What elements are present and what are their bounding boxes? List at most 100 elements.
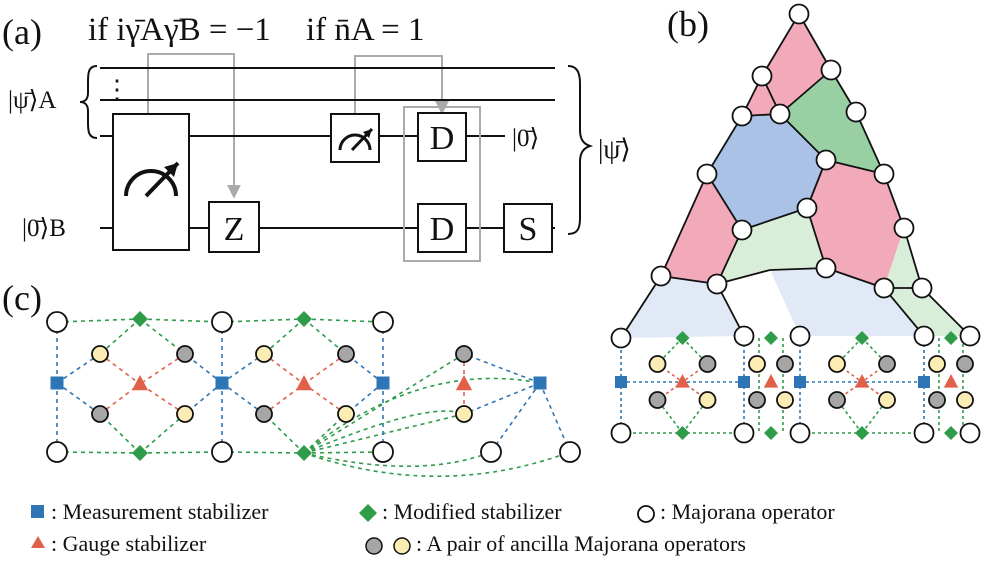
gauge-stabilizer — [763, 374, 779, 388]
gauge-edge — [139, 353, 186, 385]
modified-edge — [263, 318, 305, 355]
measurement-stabilizer — [794, 376, 806, 388]
d-gate-group-box — [403, 106, 481, 262]
s-gate-label: S — [519, 211, 538, 248]
modified-stabilizer — [764, 331, 778, 345]
ancilla-majorana-gray — [928, 391, 946, 409]
modified-stabilizer — [132, 311, 148, 327]
majorana-operator — [959, 325, 981, 347]
majorana-operator — [731, 219, 753, 241]
modified-edge — [56, 451, 141, 454]
gauge-stabilizer — [131, 375, 149, 391]
ancilla-majorana-gray — [748, 391, 766, 409]
majorana-operator — [696, 163, 718, 185]
legend-gauge-text: : Gauge stabilizer — [51, 531, 207, 556]
modified-stabilizer — [296, 445, 312, 461]
joint-measurement-box — [112, 113, 190, 251]
modified-stabilizer — [855, 331, 869, 345]
feedforward-arrow-d — [354, 55, 449, 116]
majorana-operator — [211, 311, 233, 333]
modified-edge — [99, 413, 141, 454]
ancilla-majorana-yellow — [748, 355, 766, 373]
left-brace — [79, 65, 98, 139]
legend-ancilla-text: : A pair of ancilla Majorana operators — [416, 531, 746, 556]
measurement-stabilizer — [215, 376, 229, 390]
ancilla-majorana-yellow — [698, 391, 717, 409]
ancilla-majorana-yellow — [828, 355, 846, 373]
legend: : Measurement stabilizer : Modified stab… — [31, 499, 835, 556]
ancilla-majorana-yellow — [91, 345, 109, 363]
ancilla-majorana-gray — [337, 345, 355, 363]
measurement-stabilizer — [50, 376, 64, 390]
face-green-top — [780, 70, 884, 174]
panel-a: (a) if iγ̄Aγ̄B = −1 if n̄A = 1 ⋮ |ψ̄⟩A |… — [2, 12, 631, 262]
ancilla-majorana-yellow — [176, 405, 194, 423]
majorana-operator — [815, 257, 837, 279]
lattice-edge — [660, 173, 708, 277]
modified-edge — [56, 318, 141, 323]
majorana-operator — [733, 325, 755, 347]
d-gate-top-label: D — [430, 120, 455, 157]
modified-edge — [303, 413, 465, 454]
panel-c: (c) — [2, 278, 581, 477]
legend-modified-text: : Modified stabilizer — [382, 499, 562, 524]
lattice-edge — [903, 227, 923, 289]
ancilla-majorana-gray — [776, 355, 794, 373]
ancilla-majorana-yellow — [337, 405, 355, 423]
gadget-edge — [656, 399, 684, 434]
modified-edge — [221, 451, 305, 454]
ancilla-majorana-gray — [698, 355, 717, 373]
lattice-edge — [741, 207, 808, 231]
modified-stabilizer — [944, 331, 958, 345]
meter-icon-small — [338, 127, 374, 152]
majorana-operator — [796, 197, 818, 219]
lattice-edge — [706, 115, 743, 175]
majorana-operator — [959, 422, 981, 444]
panel-b: (b) — [610, 3, 981, 444]
gauge-stabilizer — [455, 375, 473, 391]
lattice-edge — [855, 111, 885, 175]
measurement-stabilizer — [533, 376, 547, 390]
majorana-operator — [610, 327, 632, 349]
gauge-stabilizer — [675, 374, 690, 388]
ancilla-majorana-gray — [255, 405, 273, 423]
occupation-measurement-box — [330, 113, 380, 163]
majorana-operator — [820, 59, 842, 81]
ancilla-majorana-gray — [878, 355, 896, 373]
legend-modified-marker — [359, 504, 377, 522]
modified-edge — [303, 318, 347, 355]
ancilla-majorana-gray — [176, 345, 194, 363]
z-gate-box — [208, 201, 260, 253]
majorana-operator — [789, 325, 811, 347]
ancilla-majorana-yellow — [956, 391, 974, 409]
feedforward-arrow-z — [147, 53, 241, 199]
ancilla-majorana-yellow — [648, 355, 667, 373]
modified-edge — [263, 413, 305, 454]
legend-majorana-text: : Majorana operator — [660, 499, 835, 524]
d-gate-bottom-label: D — [430, 211, 455, 248]
legend-ancilla-gray-marker — [365, 537, 383, 555]
modified-stabilizer — [132, 445, 148, 461]
measurement-edge — [490, 382, 541, 453]
majorana-operator — [913, 325, 935, 347]
majorana-operator — [815, 149, 837, 171]
lattice-edge — [761, 13, 800, 77]
modified-stabilizer — [944, 426, 958, 440]
lattice-edge — [620, 275, 662, 339]
measurement-stabilizer — [615, 376, 627, 388]
gauge-stabilizer — [854, 374, 870, 388]
majorana-operator — [845, 101, 867, 123]
measurement-stabilizer — [738, 376, 750, 388]
s-gate-box — [503, 203, 553, 253]
ancilla-majorana-gray — [455, 345, 473, 363]
modified-edge — [139, 318, 186, 355]
modified-edge — [139, 451, 223, 454]
majorana-operator — [211, 441, 233, 463]
d-gate-top-box — [417, 112, 467, 162]
face-lightgreen-mid — [717, 208, 826, 284]
majorana-operator — [789, 422, 811, 444]
lattice-edge — [883, 287, 925, 337]
ancilla-majorana-gray — [91, 405, 109, 423]
majorana-operator — [610, 422, 632, 444]
modified-edge — [139, 318, 223, 323]
